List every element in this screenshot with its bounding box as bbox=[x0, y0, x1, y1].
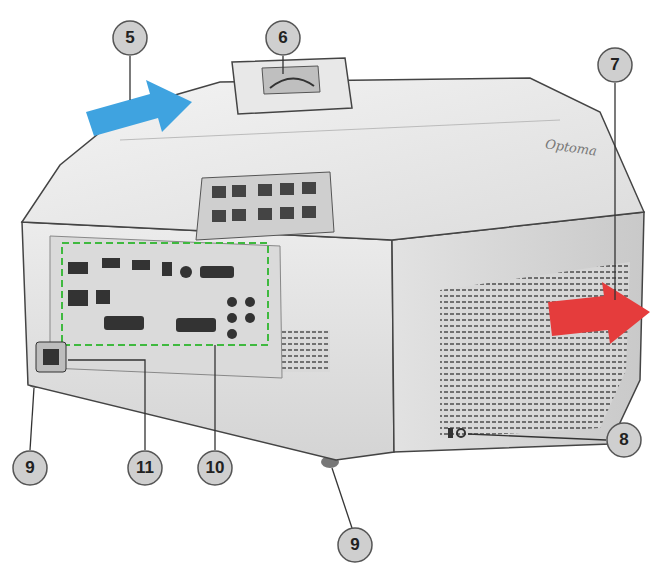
io-ports bbox=[68, 258, 255, 339]
callout-circle: 5 bbox=[112, 20, 148, 56]
callout-circle: 10 bbox=[197, 450, 233, 486]
intake-arrow bbox=[86, 80, 192, 136]
callout-outline bbox=[128, 451, 162, 485]
callout-number: 11 bbox=[136, 458, 154, 478]
callout-circle: 8 bbox=[606, 422, 642, 458]
callout-outline bbox=[598, 48, 632, 82]
callout-number: 6 bbox=[278, 28, 287, 48]
callout-outline bbox=[113, 21, 147, 55]
callout-circle: 9 bbox=[12, 450, 48, 486]
port-recess bbox=[50, 236, 282, 378]
callout-number: 8 bbox=[619, 430, 628, 450]
ac-inlet bbox=[36, 342, 66, 372]
front-face bbox=[22, 222, 394, 460]
seam-line bbox=[120, 120, 560, 140]
callout-number: 9 bbox=[25, 458, 34, 478]
callout-number: 7 bbox=[610, 55, 619, 75]
callout-outline bbox=[338, 528, 372, 562]
callout-outline bbox=[13, 451, 47, 485]
lock-slot bbox=[448, 428, 453, 438]
front-vent bbox=[282, 330, 330, 372]
zoom-lever bbox=[270, 78, 314, 88]
callout-outline bbox=[266, 21, 300, 55]
callout-circle: 7 bbox=[597, 47, 633, 83]
callout-number: 9 bbox=[350, 535, 359, 555]
side-vent bbox=[440, 262, 630, 438]
callout-circle: 9 bbox=[337, 527, 373, 563]
callout-outline bbox=[198, 451, 232, 485]
control-panel bbox=[196, 172, 334, 240]
port-bracket bbox=[62, 243, 268, 345]
callout-circle: 11 bbox=[127, 450, 163, 486]
callout-outline bbox=[607, 423, 641, 457]
zoom-ring bbox=[262, 66, 320, 94]
callout-number: 5 bbox=[125, 28, 134, 48]
callout-number: 10 bbox=[206, 458, 225, 478]
exhaust-arrow bbox=[548, 282, 650, 344]
side-face bbox=[392, 212, 644, 452]
ac-socket bbox=[43, 349, 59, 365]
lock-symbol bbox=[457, 429, 465, 437]
lens-cover bbox=[232, 58, 352, 114]
callout-circle: 6 bbox=[265, 20, 301, 56]
control-buttons bbox=[212, 182, 316, 222]
leader-lines bbox=[30, 56, 615, 528]
